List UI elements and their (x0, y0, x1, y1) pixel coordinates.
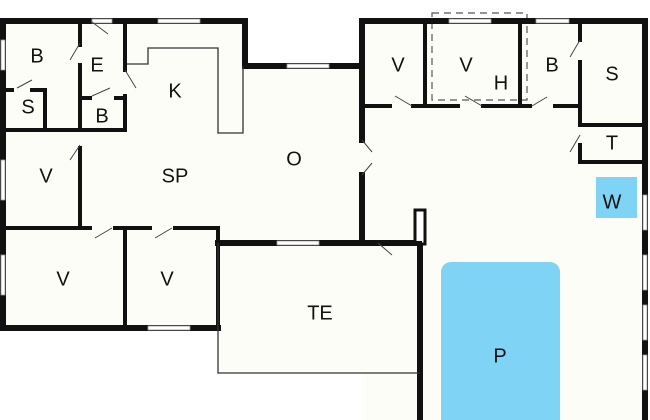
outer-walls (0, 18, 648, 420)
room-labels: B E S B K SP O V V V V V H B S T W TE P (21, 45, 621, 367)
label-toilet: T (606, 132, 618, 154)
windows (0, 18, 648, 391)
label-room-v1: V (39, 165, 53, 187)
interior-walls (1, 19, 647, 374)
whirlpool (596, 177, 637, 218)
kitchen-counter (127, 47, 244, 134)
label-whirlpool: W (603, 191, 622, 213)
label-bedroom-1: B (30, 45, 43, 67)
hallway-outline (431, 12, 528, 101)
label-shower: S (21, 96, 34, 118)
label-bathroom-2: B (545, 54, 558, 76)
label-hallway: H (494, 72, 508, 94)
label-bathroom-1: B (95, 105, 108, 127)
label-pool: P (493, 345, 506, 367)
label-terrace: TE (307, 302, 333, 324)
floor-area (3, 21, 645, 420)
label-kitchen: K (168, 80, 182, 102)
label-living: O (286, 148, 302, 170)
label-room-v4: V (391, 54, 405, 76)
label-dining: SP (162, 165, 189, 187)
label-entrance: E (90, 54, 103, 76)
doors (16, 21, 581, 256)
label-room-v5: V (459, 54, 473, 76)
pool (441, 262, 560, 420)
label-sauna: S (605, 63, 618, 85)
label-room-v2: V (56, 268, 70, 290)
label-room-v3: V (160, 268, 174, 290)
